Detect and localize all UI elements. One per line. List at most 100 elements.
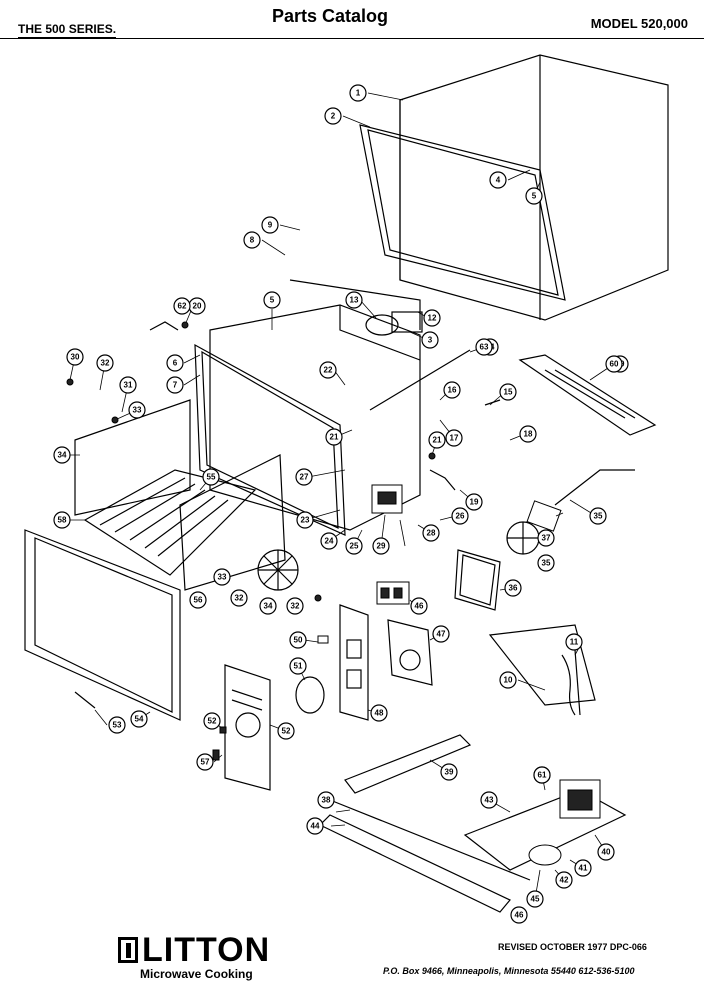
callout-circle <box>443 381 461 399</box>
callout-number: 20 <box>193 302 202 311</box>
callout-circle <box>504 579 522 597</box>
callout-56: 56 <box>189 591 207 609</box>
callout-circle <box>108 716 126 734</box>
callout-circle <box>480 791 498 809</box>
callout-number: 18 <box>524 430 533 439</box>
callout-32: 32 <box>230 589 248 607</box>
callout-circle <box>317 791 335 809</box>
callout-47: 47 <box>432 625 450 643</box>
callout-circle <box>499 383 517 401</box>
callout-circle <box>286 597 304 615</box>
transformer <box>559 779 601 819</box>
callout-number: 41 <box>579 864 588 873</box>
callout-circle <box>537 554 555 572</box>
callout-number: 37 <box>542 534 551 543</box>
callout-15: 15 <box>499 383 517 401</box>
callout-8: 8 <box>243 231 261 249</box>
component-plate <box>463 789 627 871</box>
callout-circle <box>533 766 551 784</box>
callout-circle <box>306 817 324 835</box>
callout-circle <box>349 84 367 102</box>
callout-number: 32 <box>235 594 244 603</box>
callout-circle <box>499 671 517 689</box>
page-title: Parts Catalog <box>272 6 389 26</box>
callout-number: 46 <box>515 911 524 920</box>
inner-liner-panel <box>179 454 286 591</box>
callout-circle <box>451 507 469 525</box>
callout-62: 62 <box>173 297 191 315</box>
company-address: P.O. Box 9466, Minneapolis, Minnesota 55… <box>383 966 635 976</box>
callout-circle <box>289 657 307 675</box>
callout-37: 37 <box>537 529 555 547</box>
callout-number: 58 <box>58 516 67 525</box>
callout-57: 57 <box>196 753 214 771</box>
callout-number: 24 <box>325 537 334 546</box>
callout-9: 9 <box>261 216 279 234</box>
support-rod <box>369 349 471 411</box>
callout-45: 45 <box>526 890 544 908</box>
callout-circle <box>537 529 555 547</box>
callout-circle <box>166 376 184 394</box>
callout-circle <box>510 906 528 924</box>
base-bracket <box>488 624 596 716</box>
callout-circle <box>410 597 428 615</box>
model-number: MODEL 520,000 <box>590 16 688 31</box>
callout-36: 36 <box>504 579 522 597</box>
callout-circle <box>597 843 615 861</box>
waveguide-assembly <box>371 484 403 514</box>
callout-43: 43 <box>480 791 498 809</box>
revision-note: REVISED OCTOBER 1977 DPC-066 <box>498 942 647 952</box>
callout-21: 21 <box>428 431 446 449</box>
callout-number: 45 <box>531 895 540 904</box>
callout-circle <box>261 216 279 234</box>
callout-12: 12 <box>423 309 441 327</box>
callout-50: 50 <box>289 631 307 649</box>
callout-33: 33 <box>128 401 146 419</box>
callout-number: 42 <box>560 876 569 885</box>
oven-door <box>24 529 181 721</box>
callout-circle <box>166 354 184 372</box>
callout-number: 8 <box>250 236 255 245</box>
callout-number: 34 <box>58 451 67 460</box>
callout-number: 55 <box>207 473 216 482</box>
switch-assembly <box>365 311 423 336</box>
callout-number: 33 <box>133 406 142 415</box>
callout-circle <box>202 468 220 486</box>
callout-circle <box>422 524 440 542</box>
callout-24: 24 <box>320 532 338 550</box>
callout-26: 26 <box>451 507 469 525</box>
callout-40: 40 <box>597 843 615 861</box>
callout-group: 1234556789101112131415161718192021212223… <box>53 84 629 924</box>
callout-53: 53 <box>108 716 126 734</box>
callout-number: 3 <box>428 336 433 345</box>
callout-circle <box>230 589 248 607</box>
callout-38: 38 <box>317 791 335 809</box>
control-panel <box>224 664 271 791</box>
leader-lines <box>62 92 615 900</box>
callout-5: 5 <box>525 187 543 205</box>
relay-block <box>376 581 410 605</box>
callout-number: 31 <box>124 381 133 390</box>
callout-10: 10 <box>499 671 517 689</box>
callout-34: 34 <box>53 446 71 464</box>
callout-number: 15 <box>504 388 513 397</box>
callout-number: 60 <box>610 360 619 369</box>
callout-circle <box>295 468 313 486</box>
callout-32: 32 <box>96 354 114 372</box>
brand-subtitle: Microwave Cooking <box>140 967 253 981</box>
callout-31: 31 <box>119 376 137 394</box>
callout-number: 51 <box>294 662 303 671</box>
callout-13: 13 <box>345 291 363 309</box>
callout-7: 7 <box>166 376 184 394</box>
vent-grille <box>518 354 657 436</box>
callout-number: 29 <box>377 542 386 551</box>
callout-25: 25 <box>345 537 363 555</box>
callout-51: 51 <box>289 657 307 675</box>
callout-19: 19 <box>465 493 483 511</box>
callout-number: 26 <box>456 512 465 521</box>
callout-circle <box>325 428 343 446</box>
callout-circle <box>372 537 390 555</box>
callout-circle <box>432 625 450 643</box>
callout-number: 40 <box>602 848 611 857</box>
callout-circle <box>370 704 388 722</box>
